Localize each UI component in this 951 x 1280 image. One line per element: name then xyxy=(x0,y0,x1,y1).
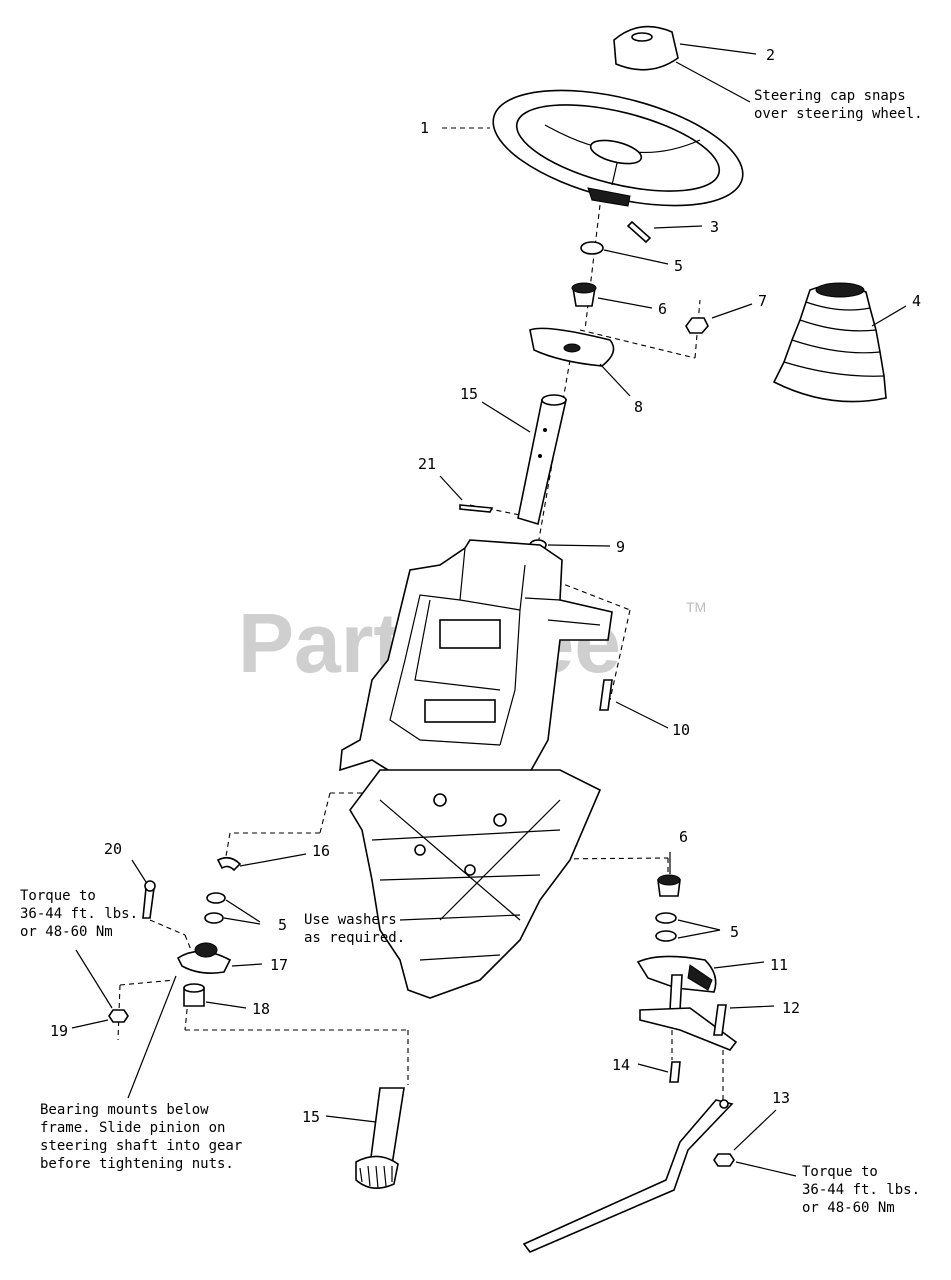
note-torque-left: Torque to 36-44 ft. lbs. or 48-60 Nm xyxy=(20,888,138,940)
chassis-frame xyxy=(349,769,602,999)
note-bearing: Bearing mounts below frame. Slide pinion… xyxy=(40,1102,242,1172)
callout-1: 1 xyxy=(420,119,429,137)
steering-boot-part xyxy=(772,282,887,403)
watermark-trademark: TM xyxy=(686,599,706,615)
pinion-shaft-part xyxy=(355,1087,405,1189)
callout-5-right: 5 xyxy=(730,923,739,941)
svg-text:frame. Slide pinion on: frame. Slide pinion on xyxy=(40,1120,225,1136)
callout-5-left: 5 xyxy=(278,916,287,934)
retaining-ring-part xyxy=(216,856,242,872)
bolt-part xyxy=(142,887,155,919)
steering-wheel-part xyxy=(492,89,744,207)
cotter-pin-part xyxy=(459,504,494,513)
callout-5: 5 xyxy=(674,257,683,275)
svg-text:Torque to: Torque to xyxy=(20,888,96,904)
callout-20: 20 xyxy=(104,840,122,858)
svg-text:as required.: as required. xyxy=(304,930,405,946)
callout-7: 7 xyxy=(758,292,767,310)
bushing-part xyxy=(571,282,597,307)
svg-text:36-44 ft. lbs.: 36-44 ft. lbs. xyxy=(20,906,138,922)
svg-text:or 48-60 Nm: or 48-60 Nm xyxy=(802,1200,895,1216)
svg-text:before tightening nuts.: before tightening nuts. xyxy=(40,1156,234,1172)
nut-part xyxy=(108,1009,129,1023)
callout-16: 16 xyxy=(312,842,330,860)
svg-text:Torque to: Torque to xyxy=(802,1164,878,1180)
svg-text:Bearing mounts below: Bearing mounts below xyxy=(40,1102,209,1118)
svg-text:steering shaft into gear: steering shaft into gear xyxy=(40,1138,242,1154)
drag-link-part xyxy=(522,1099,734,1253)
sector-gear-part xyxy=(636,955,738,1051)
note-steering-cap: Steering cap snaps over steering wheel. xyxy=(754,88,923,122)
washer-part xyxy=(655,930,677,942)
steering-shaft-part xyxy=(517,394,568,526)
callout-15-upper: 15 xyxy=(460,385,478,403)
callout-9: 9 xyxy=(616,538,625,556)
callout-18: 18 xyxy=(252,1000,270,1018)
svg-text:Steering cap snaps: Steering cap snaps xyxy=(754,88,906,104)
bolt-part xyxy=(669,1061,681,1083)
callout-21: 21 xyxy=(418,455,436,473)
note-torque-right: Torque to 36-44 ft. lbs. or 48-60 Nm xyxy=(802,1164,920,1216)
callout-2: 2 xyxy=(766,46,775,64)
svg-text:or 48-60 Nm: or 48-60 Nm xyxy=(20,924,113,940)
bolt-part xyxy=(713,1004,727,1036)
bearing-plate-part xyxy=(529,327,615,367)
callout-15-lower: 15 xyxy=(302,1108,320,1126)
leader-lines xyxy=(71,43,907,1177)
note-washers: Use washers as required. xyxy=(304,912,405,946)
washer-part xyxy=(204,912,224,924)
callout-14: 14 xyxy=(612,1056,630,1074)
washer-part xyxy=(580,241,604,255)
spacer-top xyxy=(183,983,205,993)
steering-cap-part xyxy=(613,25,679,71)
bolt-part xyxy=(599,679,613,711)
callout-6: 6 xyxy=(658,300,667,318)
bushing-part xyxy=(657,874,681,897)
svg-text:36-44 ft. lbs.: 36-44 ft. lbs. xyxy=(802,1182,920,1198)
callout-10: 10 xyxy=(672,721,690,739)
callout-11: 11 xyxy=(770,956,788,974)
nut-part xyxy=(713,1153,735,1167)
callout-4: 4 xyxy=(912,292,921,310)
nut-part xyxy=(685,317,709,334)
washer-part xyxy=(655,912,677,924)
svg-text:over steering wheel.: over steering wheel. xyxy=(754,106,923,122)
bolt-head xyxy=(144,880,156,892)
callout-3: 3 xyxy=(710,218,719,236)
callout-numbers: 1 2 3 4 5 6 7 8 15 21 9 10 20 16 5 17 18… xyxy=(50,46,921,1126)
roll-pin-part xyxy=(626,220,652,244)
callout-6-right: 6 xyxy=(679,828,688,846)
callout-8: 8 xyxy=(634,398,643,416)
washer-part xyxy=(206,892,226,904)
callout-13: 13 xyxy=(772,1089,790,1107)
svg-text:Use washers: Use washers xyxy=(304,912,397,928)
flange-bearing-part xyxy=(176,942,232,974)
callout-12: 12 xyxy=(782,999,800,1017)
callout-19: 19 xyxy=(50,1022,68,1040)
callout-17: 17 xyxy=(270,956,288,974)
